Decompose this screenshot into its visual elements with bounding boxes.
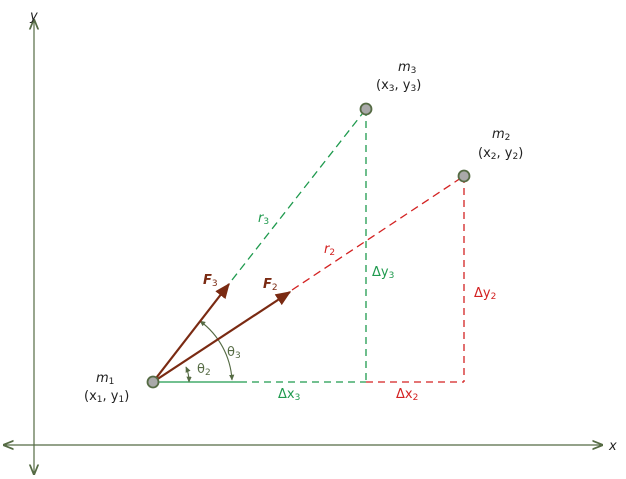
m3-label: m3 [398,60,416,76]
m2-coords: (x2, y2) [478,146,523,162]
theta3-arc [199,320,235,381]
r2-line [291,175,465,291]
delta-y3-label: Δy3 [372,265,394,281]
m1-coords: (x1, y1) [84,389,129,405]
m1-label: m1 [96,371,114,387]
m2-label: m2 [492,127,510,143]
force-f3-arrow [152,282,230,383]
x-axis-label: x [608,439,617,454]
delta-x3-label: Δx3 [278,387,300,403]
theta2-arc [185,366,192,383]
r3-label: r3 [258,211,269,227]
y-axis-label: y [29,9,38,24]
force-f2-arrow [152,291,292,383]
delta-x2-label: Δx2 [396,387,418,403]
theta2-label: θ2 [197,362,211,378]
point-m3 [359,102,373,116]
r3-line [231,108,367,281]
point-m2 [457,169,471,183]
m3-coords: (x3, y3) [376,78,421,94]
theta3-label: θ3 [227,345,241,361]
point-m1 [146,375,160,389]
r2-label: r2 [324,242,335,258]
delta-y2-label: Δy2 [474,286,496,302]
f2-label: F2 [263,277,278,293]
f3-label: F3 [203,273,218,289]
